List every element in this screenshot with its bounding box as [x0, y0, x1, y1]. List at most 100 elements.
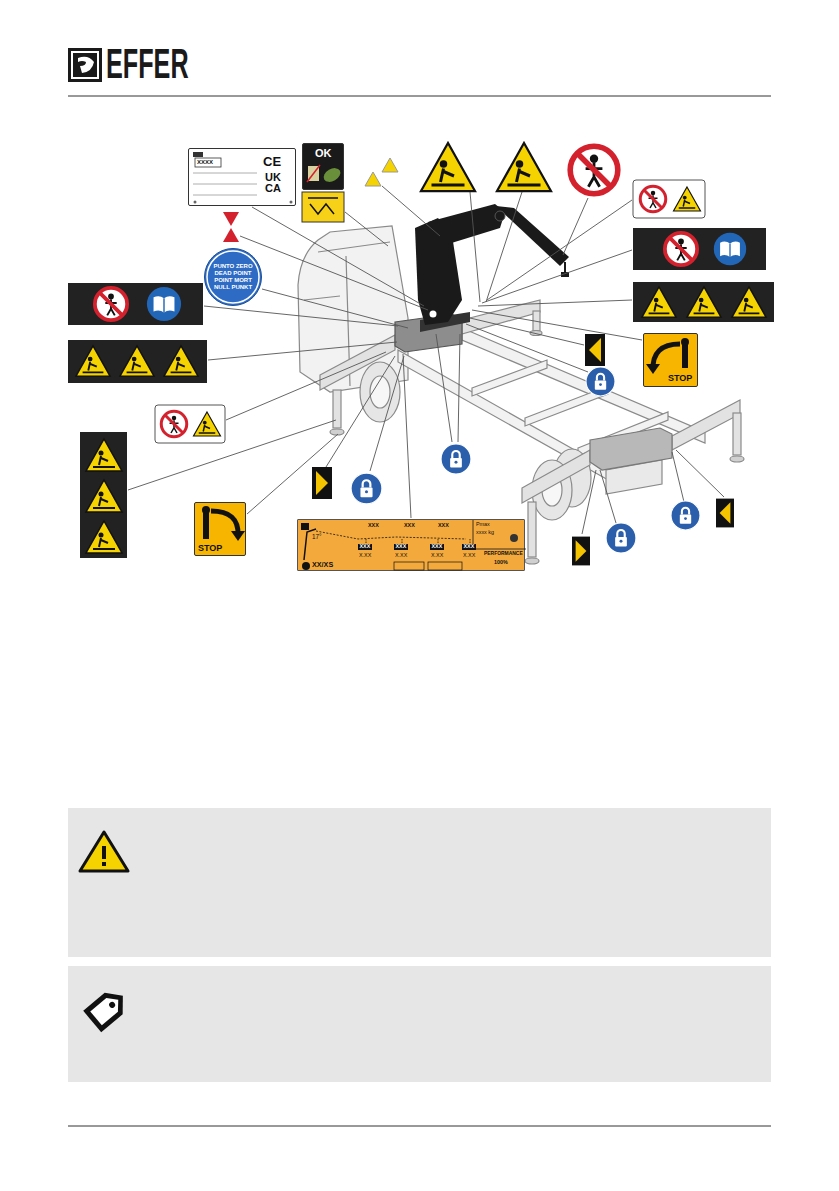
outrigger-foot — [730, 456, 744, 462]
leader-line — [326, 356, 395, 467]
leader-line — [486, 192, 522, 302]
leader-line — [482, 250, 632, 303]
leader-line — [472, 310, 642, 340]
plate-rivet — [290, 201, 293, 204]
angle-value: 17° — [312, 534, 322, 541]
lock-decal — [351, 473, 382, 504]
decal-panel — [633, 282, 774, 322]
reach-value: X.XX — [431, 553, 443, 559]
front-wheel — [360, 362, 400, 422]
note-tag — [83, 985, 132, 1032]
prohibition-pictogram — [640, 186, 666, 212]
outrigger-foot — [525, 558, 539, 564]
plate-row — [193, 195, 257, 196]
small-triangle — [382, 158, 398, 172]
leader-line — [382, 186, 440, 236]
warning-pictogram — [497, 143, 551, 191]
callout-boxes — [68, 808, 771, 1082]
cross-line — [307, 165, 320, 182]
plate-row — [193, 184, 257, 185]
chart-gauge — [510, 534, 518, 542]
lock-decal — [606, 523, 636, 553]
leader-line — [676, 450, 724, 497]
crane — [415, 204, 569, 332]
yellow-decal — [302, 192, 344, 222]
outrigger-leg — [333, 390, 341, 428]
logo-icon — [68, 48, 102, 82]
pmax-label: Pmax — [476, 522, 490, 528]
load-value: XXX — [404, 523, 415, 529]
warning-pictogram — [732, 287, 766, 317]
note-icon — [83, 985, 132, 1032]
boom-line — [316, 531, 466, 539]
leader-line — [262, 289, 408, 328]
logo-square — [68, 48, 102, 82]
leaf-pictogram — [321, 165, 343, 184]
prohibition-pictogram — [570, 146, 618, 194]
stop-joint — [681, 338, 689, 346]
chart-divider — [473, 520, 526, 549]
plate-row — [193, 173, 257, 174]
warning-pictogram — [194, 412, 221, 436]
ok-sticker: OK — [302, 143, 344, 190]
header-rule — [68, 96, 771, 97]
leader-line — [672, 452, 684, 502]
leader-line — [458, 334, 460, 442]
stop-joint — [202, 506, 210, 514]
decal-panel — [633, 228, 766, 270]
warning-pictogram — [86, 480, 122, 512]
performance-value: 100% — [494, 560, 508, 566]
manual-pictogram — [147, 287, 181, 321]
decal-pictogram — [308, 198, 338, 214]
load-box: XXX — [462, 544, 476, 550]
leader-line — [466, 324, 588, 372]
stop-label: STOP — [668, 374, 692, 384]
chart-field — [428, 562, 462, 570]
stop-sticker: STOP — [643, 333, 698, 387]
leader-line — [487, 200, 632, 300]
leader-line — [470, 192, 480, 302]
warning-icon — [80, 832, 128, 871]
serial-frame — [195, 158, 221, 167]
warning-pictogram — [86, 439, 122, 471]
ok-label: OK — [315, 147, 332, 159]
decal-panel — [633, 180, 705, 218]
lock-decal — [441, 444, 471, 474]
note-tag-hole — [108, 1001, 116, 1009]
reach-value: X.XX — [395, 553, 407, 559]
stop-arrowhead — [231, 531, 245, 541]
red-triangle — [223, 212, 239, 226]
note-box — [68, 966, 771, 1082]
nameplate: XXXXCEUK CA — [188, 148, 296, 206]
brand-dot — [302, 562, 310, 570]
prohibition-pictogram — [161, 411, 187, 437]
warning-icon-mark — [102, 862, 106, 866]
logo-frame — [72, 52, 98, 78]
load-value: XXX — [438, 523, 449, 529]
arrow-decal — [572, 537, 590, 566]
leader-line — [600, 470, 616, 523]
stop-label: STOP — [198, 544, 222, 554]
decal-panel — [68, 340, 207, 383]
leader-line — [478, 300, 632, 306]
warning-pictogram — [164, 346, 198, 376]
stop-sticker: STOP — [194, 502, 246, 556]
load-value: XXX — [368, 523, 379, 529]
warning-pictogram — [76, 346, 110, 376]
load-box: XXX — [394, 544, 408, 550]
reach-value: X.XX — [359, 553, 371, 559]
logo-mark — [78, 57, 94, 73]
load-chart: 17°XXXXXXXXXXXXX.XXXXXX.XXXXXX.XXXXXX.XX… — [297, 519, 525, 571]
manual-pictogram — [714, 233, 746, 265]
warning-pictogram — [86, 521, 122, 553]
ce-mark: CE — [263, 155, 281, 169]
chart-field — [394, 562, 424, 570]
sign-ring — [207, 251, 259, 303]
leader-line — [345, 212, 388, 246]
model-label: XX/XS — [312, 561, 333, 569]
outrigger-leg — [733, 413, 741, 455]
outrigger-foot — [330, 429, 344, 435]
warning-pictogram — [674, 187, 701, 211]
prohibition-pictogram — [95, 288, 127, 320]
pivot — [430, 311, 437, 318]
